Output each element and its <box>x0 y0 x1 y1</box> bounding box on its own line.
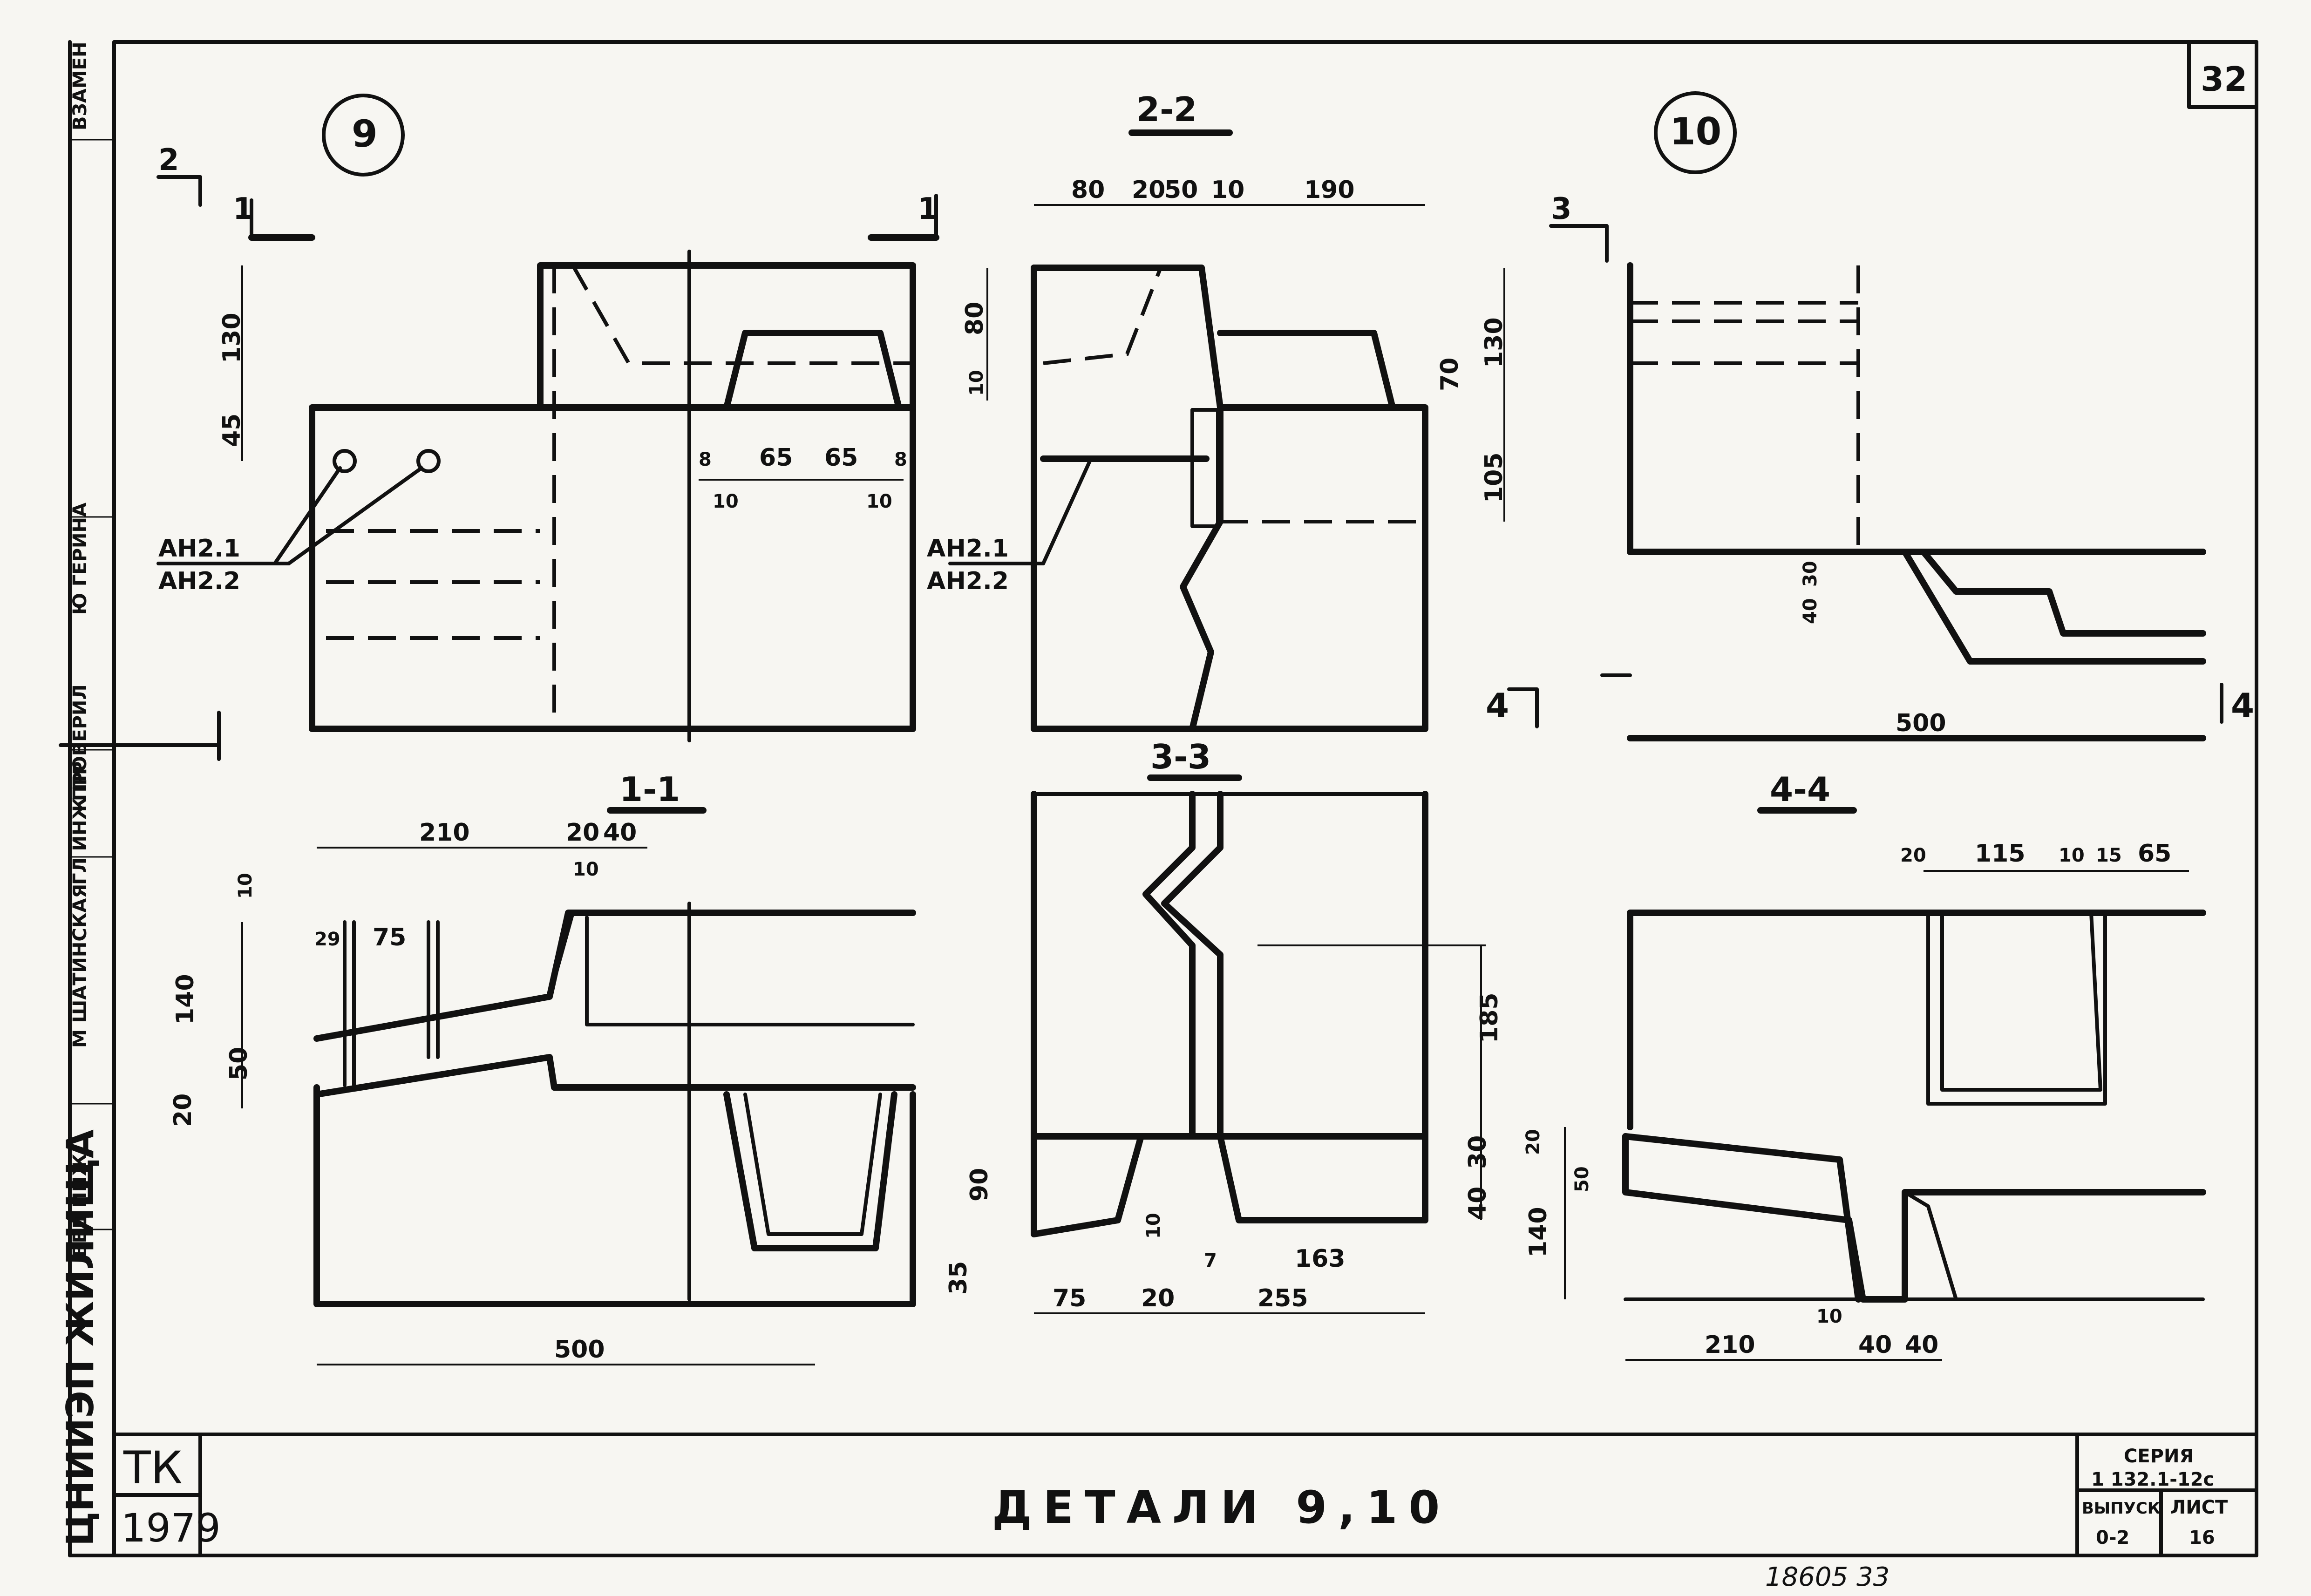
detail-9-anchor-2: АН2.2 <box>158 567 240 595</box>
side-org: ЦНИИЭП ЖИЛИЩА <box>59 1129 102 1546</box>
sheet-number: 32 <box>2201 60 2247 99</box>
section-3-3-label: 3-3 <box>1150 737 1211 776</box>
stamp-org: ТК <box>123 1442 183 1494</box>
section-2-2: 2-2 АН2.1 АН2.2 80 20 50 10 190 80 10 13… <box>927 90 1508 732</box>
svg-text:10: 10 <box>2059 845 2085 866</box>
svg-text:40: 40 <box>1858 1331 1892 1359</box>
section-1-1: 1-1 210 20 40 10 10 29 75 140 50 20 35 5… <box>169 770 972 1365</box>
section-4-4-label: 4-4 <box>1770 770 1830 809</box>
section-4-4: 4-4 20 115 10 15 65 20 50 140 10 210 40 … <box>1523 770 2206 1361</box>
svg-text:30: 30 <box>1464 1135 1492 1169</box>
svg-text:20: 20 <box>1900 845 1926 866</box>
cut-4-mark-left: 4 <box>1486 686 1509 725</box>
svg-text:75: 75 <box>373 924 406 951</box>
svg-text:500: 500 <box>554 1336 605 1364</box>
svg-text:10: 10 <box>573 859 599 880</box>
detail-9: 9 2 1 1 АН2.1 АН2.2 130 45 8 65 65 8 10 … <box>59 94 939 761</box>
svg-text:105: 105 <box>1480 452 1508 503</box>
svg-text:10: 10 <box>713 491 739 512</box>
section-2-2-anchor-1: АН2.1 <box>927 535 1009 563</box>
svg-text:210: 210 <box>1705 1331 1755 1359</box>
svg-text:10: 10 <box>966 370 987 396</box>
section-2-2-anchor-2: АН2.2 <box>927 567 1009 595</box>
svg-text:190: 190 <box>1304 176 1355 204</box>
svg-text:8: 8 <box>894 449 907 470</box>
svg-text:65: 65 <box>824 444 858 472</box>
svg-text:50: 50 <box>225 1047 253 1080</box>
svg-text:90: 90 <box>965 1168 993 1202</box>
cut-3-mark: 3 <box>1551 192 1572 226</box>
svg-text:35: 35 <box>945 1261 972 1295</box>
series-value: 1 132.1-12с <box>2091 1469 2214 1490</box>
svg-text:40: 40 <box>1905 1331 1938 1359</box>
svg-text:50: 50 <box>1571 1166 1593 1192</box>
side-ved-inzh: ВЕД ИНЖ <box>69 1154 91 1257</box>
svg-text:29: 29 <box>314 929 340 950</box>
svg-text:10: 10 <box>1143 1213 1164 1239</box>
svg-text:115: 115 <box>1975 840 2026 868</box>
svg-text:10: 10 <box>866 491 892 512</box>
svg-text:130: 130 <box>218 312 246 363</box>
sheet-frame <box>68 40 2258 1557</box>
cut-4-mark-right: 4 <box>2231 686 2254 725</box>
svg-text:15: 15 <box>2096 845 2122 866</box>
side-vzamen: ВЗАМЕН <box>69 42 91 130</box>
svg-text:20: 20 <box>1523 1129 1544 1155</box>
svg-text:210: 210 <box>419 819 470 847</box>
stamp-year: 1979 <box>121 1505 221 1551</box>
svg-text:140: 140 <box>1524 1207 1552 1257</box>
svg-text:140: 140 <box>171 974 199 1025</box>
svg-text:255: 255 <box>1257 1284 1308 1312</box>
svg-text:500: 500 <box>1896 709 1946 737</box>
svg-text:20: 20 <box>169 1093 197 1127</box>
sheet-title: ДЕТАЛИ 9,10 <box>992 1481 1451 1534</box>
bottom-note: 18605 33 <box>1765 1562 1890 1592</box>
svg-text:10: 10 <box>235 873 256 899</box>
section-3-3: 3-3 185 90 40 30 10 7 163 75 20 255 <box>965 737 1503 1314</box>
svg-text:40: 40 <box>603 819 637 847</box>
svg-text:30: 30 <box>1800 561 1821 587</box>
svg-text:40: 40 <box>1800 598 1821 624</box>
svg-text:20: 20 <box>566 819 599 847</box>
side-checked: ПРОВЕРИЛ <box>69 684 91 801</box>
svg-text:45: 45 <box>218 414 246 447</box>
svg-text:40: 40 <box>1464 1187 1492 1220</box>
detail-9-anchor-1: АН2.1 <box>158 535 240 563</box>
side-shatinskaya: М ШАТИНСКАЯ <box>69 884 91 1048</box>
side-gl-inzh: ГЛ ИНЖ ПР <box>69 761 91 885</box>
cut-2-mark: 2 <box>158 143 179 177</box>
svg-text:20: 20 <box>1132 176 1165 204</box>
detail-10-label: 10 <box>1670 110 1721 153</box>
svg-text:10: 10 <box>1816 1306 1842 1327</box>
side-vorobieva: Ю ГЕРИНА <box>69 503 91 615</box>
section-1-1-label: 1-1 <box>619 770 680 809</box>
svg-text:163: 163 <box>1295 1245 1346 1273</box>
title-block: ТК 1979 ДЕТАЛИ 9,10 СЕРИЯ 1 132.1-12с ВЫ… <box>121 1442 2228 1592</box>
section-2-2-label: 2-2 <box>1136 90 1197 129</box>
svg-text:70: 70 <box>1436 358 1464 391</box>
svg-text:80: 80 <box>1071 176 1105 204</box>
svg-text:80: 80 <box>961 302 989 335</box>
svg-text:7: 7 <box>1204 1250 1217 1271</box>
svg-text:50: 50 <box>1164 176 1198 204</box>
svg-text:10: 10 <box>1211 176 1244 204</box>
list-label: ЛИСТ <box>2170 1497 2228 1518</box>
list-value: 16 <box>2189 1527 2215 1548</box>
svg-text:75: 75 <box>1053 1284 1086 1312</box>
series-label: СЕРИЯ <box>2124 1446 2194 1467</box>
detail-9-label: 9 <box>352 112 378 156</box>
detail-10: 10 3 4 4 500 40 30 <box>1486 91 2254 741</box>
svg-text:8: 8 <box>699 449 712 470</box>
svg-text:130: 130 <box>1480 317 1508 368</box>
svg-text:65: 65 <box>2138 840 2171 868</box>
svg-text:65: 65 <box>759 444 793 472</box>
svg-text:185: 185 <box>1475 992 1503 1043</box>
issue-value: 0-2 <box>2096 1527 2129 1548</box>
issue-label: ВЫПУСК <box>2082 1499 2161 1518</box>
svg-text:20: 20 <box>1141 1284 1175 1312</box>
side-strip: ВЗАМЕН Ю ГЕРИНА ПРОВЕРИЛ ГЛ ИНЖ ПР М ШАТ… <box>59 42 114 1546</box>
